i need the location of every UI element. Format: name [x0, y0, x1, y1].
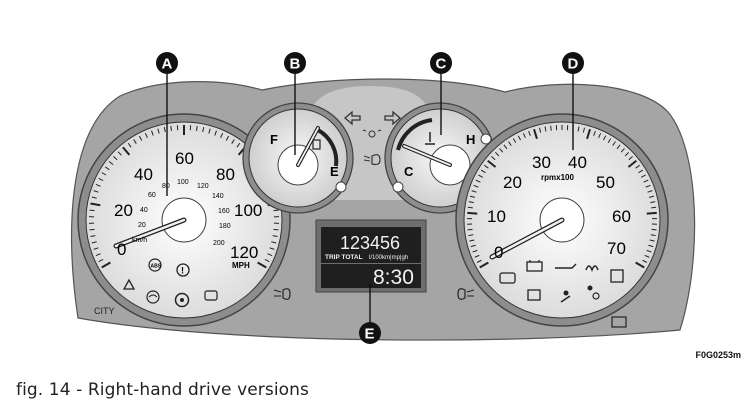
fuel-empty-label: E: [330, 164, 339, 179]
tachometer: rpmx100 0 10 20 30 40 50 60 70: [456, 114, 668, 326]
dial-tick: [551, 126, 552, 131]
svg-text:ABS: ABS: [151, 264, 162, 270]
speedo-mph-60: 60: [175, 149, 194, 168]
speedo-kmh-40: 40: [140, 207, 148, 214]
tacho-30: 30: [532, 153, 551, 172]
speedo-mph-unit: MPH: [232, 261, 250, 270]
dial-tick: [467, 213, 477, 214]
speedo-mph-0: 0: [117, 240, 126, 259]
speedo-kmh-160: 160: [218, 208, 230, 215]
dial-tick: [171, 126, 172, 131]
svg-text:!: !: [181, 266, 184, 276]
figure-reference: F0G0253m: [695, 350, 741, 360]
speedo-mph-40: 40: [134, 165, 153, 184]
speedo-mph-20: 20: [114, 201, 133, 220]
dial-tick: [468, 229, 473, 230]
speedo-mph-80: 80: [216, 165, 235, 184]
clock-readout: 8:30: [373, 266, 414, 289]
temp-lamp-left: [393, 182, 403, 192]
svg-text:C: C: [436, 56, 447, 73]
svg-text:E: E: [365, 326, 375, 343]
speedo-kmh-20: 20: [138, 222, 146, 229]
dial-tick: [90, 210, 95, 211]
speedo-kmh-120: 120: [197, 183, 209, 190]
dial-tick: [274, 210, 279, 211]
fuel-gauge: F E: [243, 103, 353, 213]
figure-caption: fig. 14 - Right-hand drive versions: [16, 380, 309, 400]
speedo-kmh-100: 100: [177, 179, 189, 186]
dial-tick: [652, 229, 657, 230]
dial-tick: [468, 207, 473, 208]
tacho-20: 20: [503, 173, 522, 192]
dial-tick: [90, 229, 95, 230]
speedo-kmh-180: 180: [219, 223, 231, 230]
dial-tick: [274, 229, 279, 230]
speedo-kmh-200: 200: [213, 240, 225, 247]
speedo-kmh-80: 80: [162, 183, 170, 190]
odometer-readout: 123456: [340, 233, 400, 253]
fuel-full-label: F: [270, 132, 278, 147]
dial-tick: [197, 126, 198, 131]
multifunction-display: 123456 TRIP TOTAL l/100km|mp|gh 8:30: [316, 220, 426, 292]
svg-text:D: D: [568, 56, 579, 73]
tacho-0: 0: [494, 243, 503, 262]
speedo-kmh-60: 60: [148, 192, 156, 199]
svg-text:A: A: [162, 56, 173, 73]
temp-cold-label: C: [404, 164, 414, 179]
dial-tick: [647, 213, 657, 214]
tacho-50: 50: [596, 173, 615, 192]
fuel-reserve-lamp: [336, 182, 346, 192]
city-label: CITY: [94, 306, 115, 316]
tacho-70: 70: [607, 239, 626, 258]
tacho-60: 60: [612, 207, 631, 226]
speedo-kmh-140: 140: [212, 193, 224, 200]
tacho-40: 40: [568, 153, 587, 172]
temp-hot-label: H: [466, 132, 475, 147]
tacho-10: 10: [487, 207, 506, 226]
trip-total-label: TRIP TOTAL: [325, 254, 363, 261]
speedo-mph-120: 120: [230, 243, 258, 262]
consumption-units-label: l/100km|mp|gh: [369, 255, 408, 261]
tacho-unit: rpmx100: [541, 173, 574, 182]
svg-text:B: B: [290, 56, 301, 73]
dial-tick: [651, 207, 656, 208]
speedo-mph-100: 100: [234, 201, 262, 220]
speedo-kmh-unit: km/h: [132, 237, 147, 244]
